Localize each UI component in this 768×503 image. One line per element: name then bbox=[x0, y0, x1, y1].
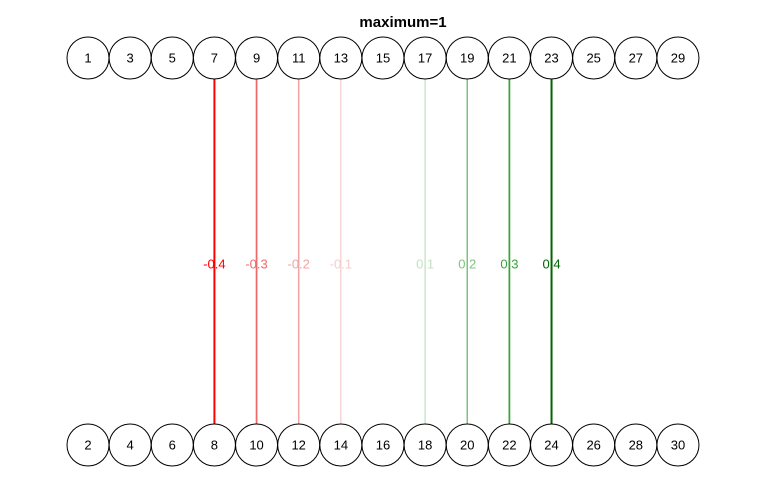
diagram-title: maximum=1 bbox=[359, 14, 446, 31]
edges-layer: -0.4 -0.3 -0.2 -0.1 0.1 0.2 0.3 0.4 bbox=[203, 79, 561, 424]
bottom-node-8: 8 bbox=[192, 423, 236, 467]
top-node-9: 9 bbox=[235, 36, 279, 80]
node-label: 5 bbox=[169, 51, 176, 66]
bottom-node-20: 20 bbox=[445, 423, 489, 467]
node-label: 8 bbox=[211, 438, 218, 453]
node-label: 25 bbox=[586, 51, 600, 66]
node-circle bbox=[656, 423, 700, 467]
node-label: 26 bbox=[586, 438, 600, 453]
node-label: 14 bbox=[334, 438, 348, 453]
top-node-1: 1 bbox=[66, 36, 110, 80]
node-label: 23 bbox=[544, 51, 558, 66]
bottom-node-24: 24 bbox=[530, 423, 574, 467]
edge-label-19-20: 0.2 bbox=[458, 257, 476, 272]
bottom-node-14: 14 bbox=[319, 423, 363, 467]
node-label: 1 bbox=[84, 51, 91, 66]
top-node-29: 29 bbox=[656, 36, 700, 80]
node-label: 28 bbox=[629, 438, 643, 453]
top-node-17: 17 bbox=[403, 36, 447, 80]
node-label: 20 bbox=[460, 438, 474, 453]
bottom-node-26: 26 bbox=[572, 423, 616, 467]
bottom-node-6: 6 bbox=[150, 423, 194, 467]
node-label: 30 bbox=[671, 438, 685, 453]
top-node-13: 13 bbox=[319, 36, 363, 80]
bottom-node-10: 10 bbox=[235, 423, 279, 467]
node-label: 29 bbox=[671, 51, 685, 66]
node-label: 2 bbox=[84, 438, 91, 453]
top-node-15: 15 bbox=[361, 36, 405, 80]
bottom-node-12: 12 bbox=[277, 423, 321, 467]
top-node-21: 21 bbox=[487, 36, 531, 80]
node-label: 27 bbox=[629, 51, 643, 66]
top-node-19: 19 bbox=[445, 36, 489, 80]
edge-label-9-10: -0.3 bbox=[245, 257, 267, 272]
bottom-node-16: 16 bbox=[361, 423, 405, 467]
edge-label-21-22: 0.3 bbox=[500, 257, 518, 272]
node-label: 7 bbox=[211, 51, 218, 66]
node-label: 12 bbox=[291, 438, 305, 453]
edge-label-13-14: -0.1 bbox=[330, 257, 352, 272]
node-label: 6 bbox=[169, 438, 176, 453]
node-label: 4 bbox=[127, 438, 134, 453]
top-node-3: 3 bbox=[108, 36, 152, 80]
top-node-27: 27 bbox=[614, 36, 658, 80]
node-label: 22 bbox=[502, 438, 516, 453]
bottom-node-4: 4 bbox=[108, 423, 152, 467]
edge-label-11-12: -0.2 bbox=[287, 257, 309, 272]
edge-label-7-8: -0.4 bbox=[203, 257, 225, 272]
bottom-node-22: 22 bbox=[487, 423, 531, 467]
top-node-11: 11 bbox=[277, 36, 321, 80]
edge-label-23-24: 0.4 bbox=[543, 257, 561, 272]
node-label: 24 bbox=[544, 438, 558, 453]
edge-label-17-18: 0.1 bbox=[416, 257, 434, 272]
node-label: 16 bbox=[376, 438, 390, 453]
top-node-25: 25 bbox=[572, 36, 616, 80]
top-node-23: 23 bbox=[530, 36, 574, 80]
top-node-5: 5 bbox=[150, 36, 194, 80]
top-node-7: 7 bbox=[192, 36, 236, 80]
node-label: 10 bbox=[249, 438, 263, 453]
bottom-node-2: 2 bbox=[66, 423, 110, 467]
node-label: 15 bbox=[376, 51, 390, 66]
node-label: 19 bbox=[460, 51, 474, 66]
node-label: 17 bbox=[418, 51, 432, 66]
node-label: 9 bbox=[253, 51, 260, 66]
node-label: 11 bbox=[292, 51, 306, 66]
node-label: 13 bbox=[334, 51, 348, 66]
node-label: 3 bbox=[127, 51, 134, 66]
bottom-node-18: 18 bbox=[403, 423, 447, 467]
bottom-node-30: 30 bbox=[656, 423, 700, 467]
node-label: 21 bbox=[502, 51, 516, 66]
node-circle bbox=[656, 36, 700, 80]
bottom-node-28: 28 bbox=[614, 423, 658, 467]
node-label: 18 bbox=[418, 438, 432, 453]
